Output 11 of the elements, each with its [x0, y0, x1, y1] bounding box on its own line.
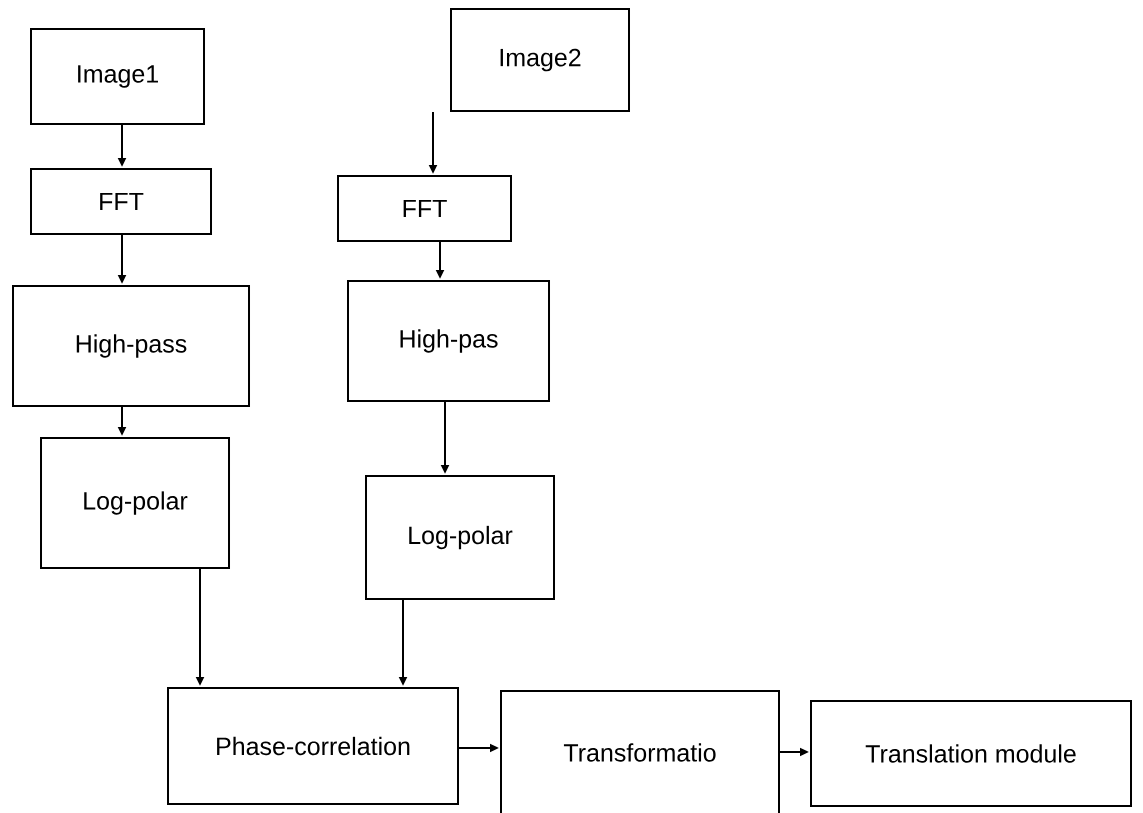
process-box: FFT	[30, 168, 212, 235]
process-box: Phase-correlation	[167, 687, 459, 805]
process-box: FFT	[337, 175, 512, 242]
process-box: Log-polar	[365, 475, 555, 600]
process-box: High-pas	[347, 280, 550, 402]
process-box: High-pass	[12, 285, 250, 407]
process-box: Log-polar	[40, 437, 230, 569]
process-box: Image2	[450, 8, 630, 112]
process-box: Transformatio	[500, 690, 780, 813]
process-box: Image1	[30, 28, 205, 125]
process-box: Translation module	[810, 700, 1132, 807]
